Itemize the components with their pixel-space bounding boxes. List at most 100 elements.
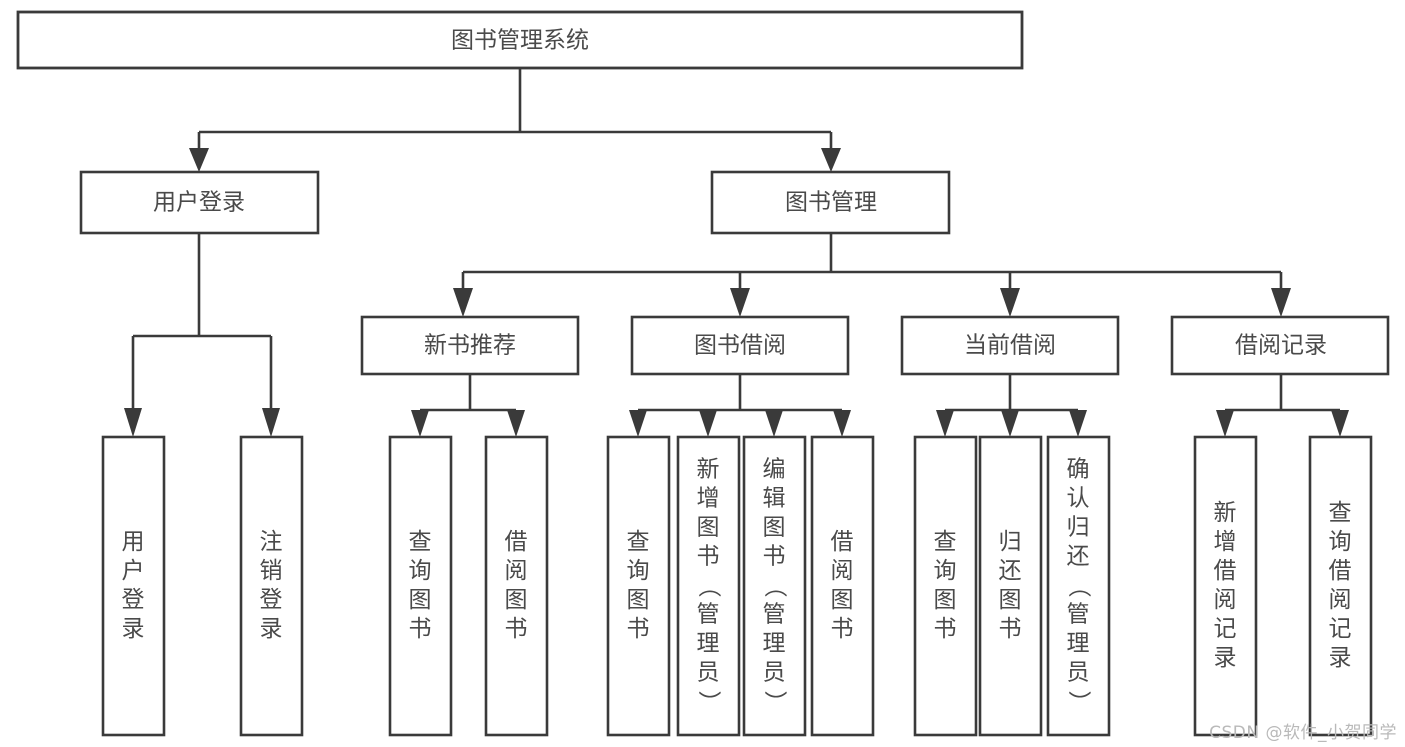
leaf-label-char: 理 [763,631,786,657]
leaf-label-char: 记 [1214,616,1237,642]
node-book-management-box[interactable] [710,170,951,235]
arrow-book-mgmt-records [1271,288,1291,317]
leaf-label-char: 图 [763,515,786,541]
leaf-label-char: 图 [627,587,650,613]
node-new-book-recommend-box[interactable] [360,315,580,376]
leaf-borrow-1-box[interactable] [606,435,671,737]
leaf-label-char: 询 [627,558,650,584]
leaf-label-char: ） [762,691,788,714]
node-user-login[interactable]: 用户登录 [79,170,320,235]
leaf-label-char: 增 [697,486,720,512]
arrow-records-leaf-2 [1331,410,1349,437]
leaf-label-char: 员 [763,660,786,686]
node-root-label: 图书管理系统 [451,28,589,54]
leaf-records-2-box[interactable] [1308,435,1373,737]
arrow-root-to-book-mgmt [821,148,841,172]
leaf-label-char: 登 [122,587,145,613]
leaf-label-char: 图 [505,587,528,613]
leaf-label-char: 用 [122,529,145,555]
leaf-label-char: 图 [934,587,957,613]
leaf-label-char: 询 [409,558,432,584]
node-root[interactable]: 图书管理系统 [16,10,1024,70]
arrow-user-login-leaf-1 [124,408,142,437]
leaf-label-char: 图 [409,587,432,613]
leaf-user-login-1-box[interactable] [101,435,166,737]
leaf-label-char: 阅 [1214,587,1237,613]
leaf-current-2-box[interactable] [978,435,1043,737]
node-book-borrow[interactable]: 图书借阅 [630,315,850,376]
node-user-login-box[interactable] [79,170,320,235]
leaf-label-char: 记 [1329,616,1352,642]
leaf-borrow-3-box[interactable] [742,435,807,737]
leaf-label-char: 登 [260,587,283,613]
arrow-new-book-leaf-2 [507,410,525,437]
node-book-borrow-label: 图书借阅 [694,333,786,359]
node-root-box[interactable] [16,10,1024,70]
arrow-user-login-leaf-2 [262,408,280,437]
node-new-book-recommend-label: 新书推荐 [424,333,516,359]
node-current-borrow[interactable]: 当前借阅 [900,315,1120,376]
leaf-label-char: 书 [505,616,528,642]
leaf-label-char: 阅 [831,558,854,584]
node-borrow-records-box[interactable] [1170,315,1390,376]
arrow-borrow-leaf-2 [699,410,717,437]
leaf-label-char: 员 [1067,660,1090,686]
leaf-borrow-4-box[interactable] [810,435,875,737]
arrow-borrow-leaf-4 [833,410,851,437]
node-new-book-recommend[interactable]: 新书推荐 [360,315,580,376]
leaf-label-char: 新 [697,457,720,483]
node-borrow-records-label: 借阅记录 [1235,333,1327,359]
leaf-label-char: 注 [260,529,283,555]
leaf-records-1-box[interactable] [1193,435,1258,737]
leaf-label-char: 书 [831,616,854,642]
leaf-borrow-2-box[interactable] [676,435,741,737]
arrow-book-mgmt-borrow [730,288,750,317]
leaf-label-char: 录 [122,616,145,642]
leaf-current-1-box[interactable] [913,435,978,737]
leaf-label-char: 书 [409,616,432,642]
leaf-label-char: 销 [260,558,283,584]
leaf-label-char: 借 [831,529,854,555]
node-book-management[interactable]: 图书管理 [710,170,951,235]
node-borrow-records[interactable]: 借阅记录 [1170,315,1390,376]
node-current-borrow-box[interactable] [900,315,1120,376]
leaf-label-char: （ [1066,575,1092,598]
leaf-label-char: 借 [1329,558,1352,584]
leaf-user-login-1[interactable]: 用户登录 [101,435,166,737]
leaf-current-3-box[interactable] [1046,435,1111,737]
leaf-label-char: 查 [934,529,957,555]
leaf-label-char: 阅 [1329,587,1352,613]
leaf-new-book-1-box[interactable] [388,435,453,737]
leaf-new-book-2-box[interactable] [484,435,549,737]
leaf-label-char: 书 [697,544,720,570]
leaf-label-char: 书 [934,616,957,642]
leaf-user-login-2-box[interactable] [239,435,304,737]
leaf-label-char: 录 [1214,645,1237,671]
node-book-borrow-box[interactable] [630,315,850,376]
leaf-label-char: 询 [934,558,957,584]
leaf-user-login-1-label: 用户登录 [122,529,145,642]
leaf-label-char: 图 [999,587,1022,613]
leaf-label-char: 查 [627,529,650,555]
